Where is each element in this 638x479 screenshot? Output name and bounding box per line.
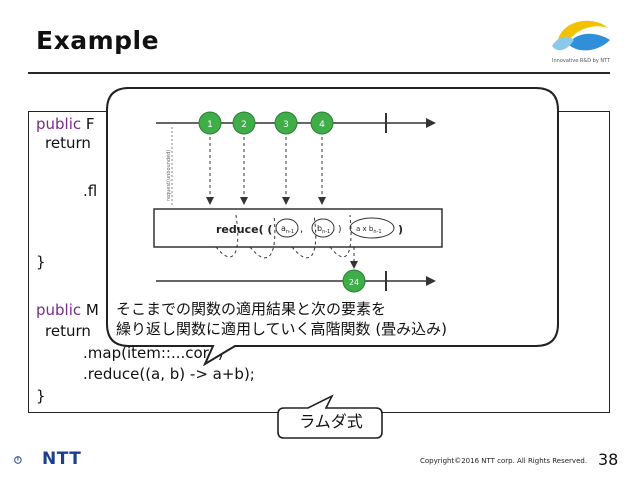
svg-text:,: , — [300, 224, 303, 235]
code-line-4: } — [36, 253, 46, 271]
code-text: M — [81, 301, 99, 319]
output-arrow-icon — [426, 276, 436, 286]
marble-1-label: 1 — [207, 120, 213, 130]
code-line-8: .reduce((a, b) -> a+b); — [83, 365, 255, 383]
ntt-logo-text: NTT — [42, 449, 82, 469]
arg-a-label: a — [281, 224, 286, 233]
code-line-1: public F — [36, 115, 95, 133]
logo-caption: Innovative R&D by NTT — [552, 58, 611, 64]
svg-text:bn-1: bn-1 — [317, 224, 330, 235]
arg-b-label: b — [317, 224, 322, 233]
request-label: request(unbounded) — [166, 150, 172, 201]
marble-4 — [310, 111, 334, 135]
code-keyword: public — [36, 301, 82, 319]
marble-3 — [274, 111, 298, 135]
output-marble — [342, 269, 366, 293]
timeline-arrow-icon — [426, 118, 436, 128]
ntt-logo-icon — [14, 456, 22, 464]
arg-a-sub: n-1 — [286, 229, 294, 235]
svg-text:): ) — [338, 225, 342, 235]
result-circle — [349, 217, 395, 239]
result-sub: n-1 — [373, 229, 381, 235]
result-mid: x b — [360, 225, 374, 233]
arg-a-circle — [275, 218, 299, 238]
title-underline — [28, 72, 610, 74]
marble-4-label: 4 — [319, 120, 325, 130]
result-a: a — [356, 225, 360, 233]
innovative-rd-logo — [552, 20, 610, 51]
code-line-6: return — [45, 322, 91, 340]
callout-text-line-1: そこまでの関数の適用結果と次の要素を — [116, 300, 387, 318]
marble-1 — [198, 111, 222, 135]
code-line-5: public M — [36, 301, 99, 319]
marble-2 — [232, 111, 256, 135]
arg-b-circle — [311, 218, 335, 238]
page-number: 38 — [598, 450, 619, 469]
svg-text:an-1: an-1 — [281, 224, 294, 235]
reduce-label: reduce( ( — [216, 223, 272, 236]
slide-title: Example — [36, 26, 160, 55]
svg-text:a x bn-1: a x bn-1 — [356, 225, 382, 235]
copyright: Copyright©2016 NTT corp. All Rights Rese… — [420, 457, 588, 465]
reduce-marble-diagram: request(unbounded) 1 2 3 4 reduce( ( an-… — [153, 111, 443, 293]
code-line-9: } — [36, 387, 46, 405]
code-line-3: .fl — [83, 182, 98, 200]
arg-b-sub: n-1 — [322, 229, 330, 235]
marble-2-label: 2 — [241, 120, 247, 130]
marble-3-label: 3 — [283, 120, 289, 130]
code-text: F — [81, 115, 95, 133]
svg-text:): ) — [398, 223, 403, 236]
lambda-callout-bubble — [277, 394, 383, 439]
output-marble-label: 24 — [349, 278, 359, 287]
code-line-2: return — [45, 134, 91, 152]
callout-text-line-2: 繰り返し関数に適用していく高階関数 (畳み込み) — [116, 320, 448, 338]
code-line-7: .map(item::...core) — [83, 344, 224, 362]
code-keyword: public — [36, 115, 82, 133]
lambda-label: ラムダ式 — [299, 412, 363, 431]
